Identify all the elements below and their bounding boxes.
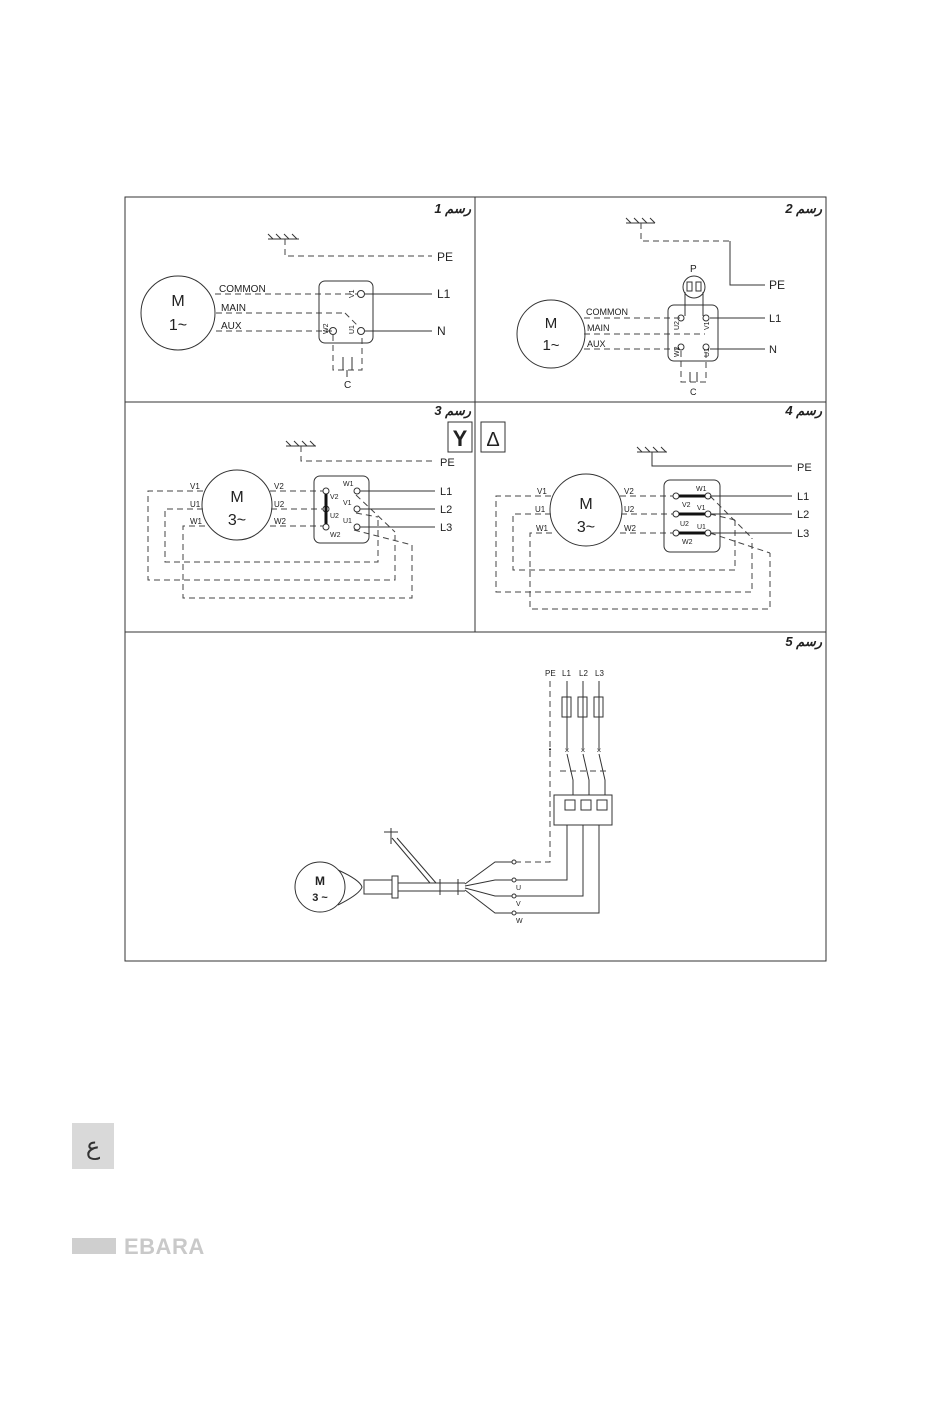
line-label: L3 — [440, 522, 452, 534]
supply-label: L2 — [579, 669, 588, 678]
line-label: L2 — [797, 509, 809, 521]
terminal-label: U1 — [697, 524, 706, 531]
motor-label: M — [315, 874, 325, 888]
motor-circle — [517, 300, 585, 368]
terminal-label: U2 — [680, 521, 689, 528]
terminal-label: V2 — [682, 502, 691, 509]
winding-end-label: W2 — [274, 517, 287, 526]
supply-label: PE — [545, 669, 556, 678]
winding-end-label: U2 — [624, 505, 635, 514]
svg-text:×: × — [565, 746, 570, 755]
motor-label: M — [545, 315, 558, 332]
pe-label: PE — [769, 278, 785, 292]
line-label: L1 — [769, 313, 781, 325]
motor-phase-label: 3 ~ — [312, 892, 328, 904]
earth-symbol — [268, 234, 299, 239]
supply-label: L1 — [562, 669, 571, 678]
svg-text:•: • — [549, 745, 552, 754]
earth-symbol — [637, 447, 667, 452]
output-label: W — [516, 918, 523, 925]
terminal-label: V1 — [697, 505, 706, 512]
figure-1: رسم 1 PE M 1~ COMMON MAIN AUX V1 U1 W2 L… — [141, 201, 472, 391]
protector-label: P — [690, 264, 697, 275]
winding-end-label: U2 — [274, 500, 285, 509]
terminal-label: V1 — [704, 321, 711, 330]
wire-label: AUX — [587, 339, 606, 349]
terminal-label: V1 — [349, 289, 356, 298]
supply-label: L3 — [595, 669, 604, 678]
capacitor-label: C — [344, 380, 351, 391]
terminal-label: W2 — [674, 346, 681, 357]
terminal-label: V1 — [343, 500, 352, 507]
motor-label: M — [579, 496, 592, 513]
terminal-label: W1 — [343, 481, 354, 488]
motor-label: M — [171, 293, 184, 310]
terminal-label: U2 — [330, 513, 339, 520]
terminal-label: W2 — [682, 539, 693, 546]
winding-end-label: W1 — [190, 517, 203, 526]
pe-label: PE — [440, 457, 455, 469]
terminal-label: U1 — [343, 518, 352, 525]
figure-3-title: رسم 3 — [434, 403, 471, 419]
terminal-label: U1 — [349, 325, 356, 334]
page-number: ع — [72, 1123, 114, 1169]
terminal-label: U1 — [704, 348, 711, 357]
line-label: N — [769, 344, 777, 356]
winding-end-label: W2 — [624, 524, 637, 533]
figure-5: رسم 5 PE L1 L2 L3 • × × × — [295, 634, 823, 925]
earth-symbol — [626, 218, 655, 223]
winding-end-label: V1 — [537, 487, 547, 496]
figure-4: رسم 4 PE M 3~ V1 U1 W1 V2 U2 W2 W1 V2 V1… — [496, 403, 823, 609]
star-symbol: Y — [453, 426, 468, 451]
figure-3: رسم 3 Y Δ PE M 3~ V1 U1 W1 V2 U2 W2 W1 V… — [148, 403, 505, 598]
wire-label: AUX — [221, 321, 242, 332]
motor-phase-label: 3~ — [228, 512, 246, 529]
thermal-protector — [683, 276, 705, 298]
motor-label: M — [230, 489, 243, 506]
winding-end-label: U1 — [190, 500, 201, 509]
line-label: L1 — [440, 486, 452, 498]
output-label: V — [516, 901, 521, 908]
terminal-label: V2 — [330, 494, 339, 501]
line-label: L3 — [797, 528, 809, 540]
winding-end-label: U1 — [535, 505, 546, 514]
wire-label: MAIN — [587, 323, 610, 333]
wire-label: COMMON — [219, 284, 266, 295]
wire-label: COMMON — [586, 307, 628, 317]
brand-logo: EBARA — [124, 1234, 205, 1260]
earth-symbol — [286, 441, 316, 446]
winding-end-label: V1 — [190, 482, 200, 491]
pe-label: PE — [437, 250, 453, 264]
line-label: L2 — [440, 504, 452, 516]
winding-end-label: V2 — [624, 487, 634, 496]
wire-label: MAIN — [221, 303, 246, 314]
motor-phase-label: 1~ — [542, 337, 559, 354]
terminal-label: W1 — [696, 486, 707, 493]
motor-phase-label: 1~ — [169, 317, 187, 334]
line-label: L1 — [437, 287, 451, 301]
capacitor-label: C — [690, 387, 697, 397]
cable-gland — [364, 880, 392, 894]
line-label: N — [437, 324, 446, 338]
footer-bar — [72, 1238, 116, 1254]
output-label: U — [516, 885, 521, 892]
motor-circle — [141, 276, 215, 350]
svg-text:×: × — [581, 746, 586, 755]
terminal-label: W2 — [323, 323, 330, 334]
figure-2-title: رسم 2 — [784, 201, 822, 217]
motor-phase-label: 3~ — [577, 519, 595, 536]
line-label: L1 — [797, 491, 809, 503]
terminal-label: W2 — [330, 532, 341, 539]
figure-2: رسم 2 PE P M 1~ COMMON MAIN AUX U2 V1 W2… — [517, 201, 823, 397]
figure-5-title: رسم 5 — [785, 634, 822, 650]
delta-symbol: Δ — [486, 429, 499, 451]
winding-end-label: V2 — [274, 482, 284, 491]
figure-4-title: رسم 4 — [784, 403, 822, 419]
pe-label: PE — [797, 462, 812, 474]
terminal-label: U2 — [674, 321, 681, 330]
figure-1-title: رسم 1 — [434, 201, 471, 217]
winding-end-label: W1 — [536, 524, 549, 533]
svg-text:×: × — [597, 746, 602, 755]
